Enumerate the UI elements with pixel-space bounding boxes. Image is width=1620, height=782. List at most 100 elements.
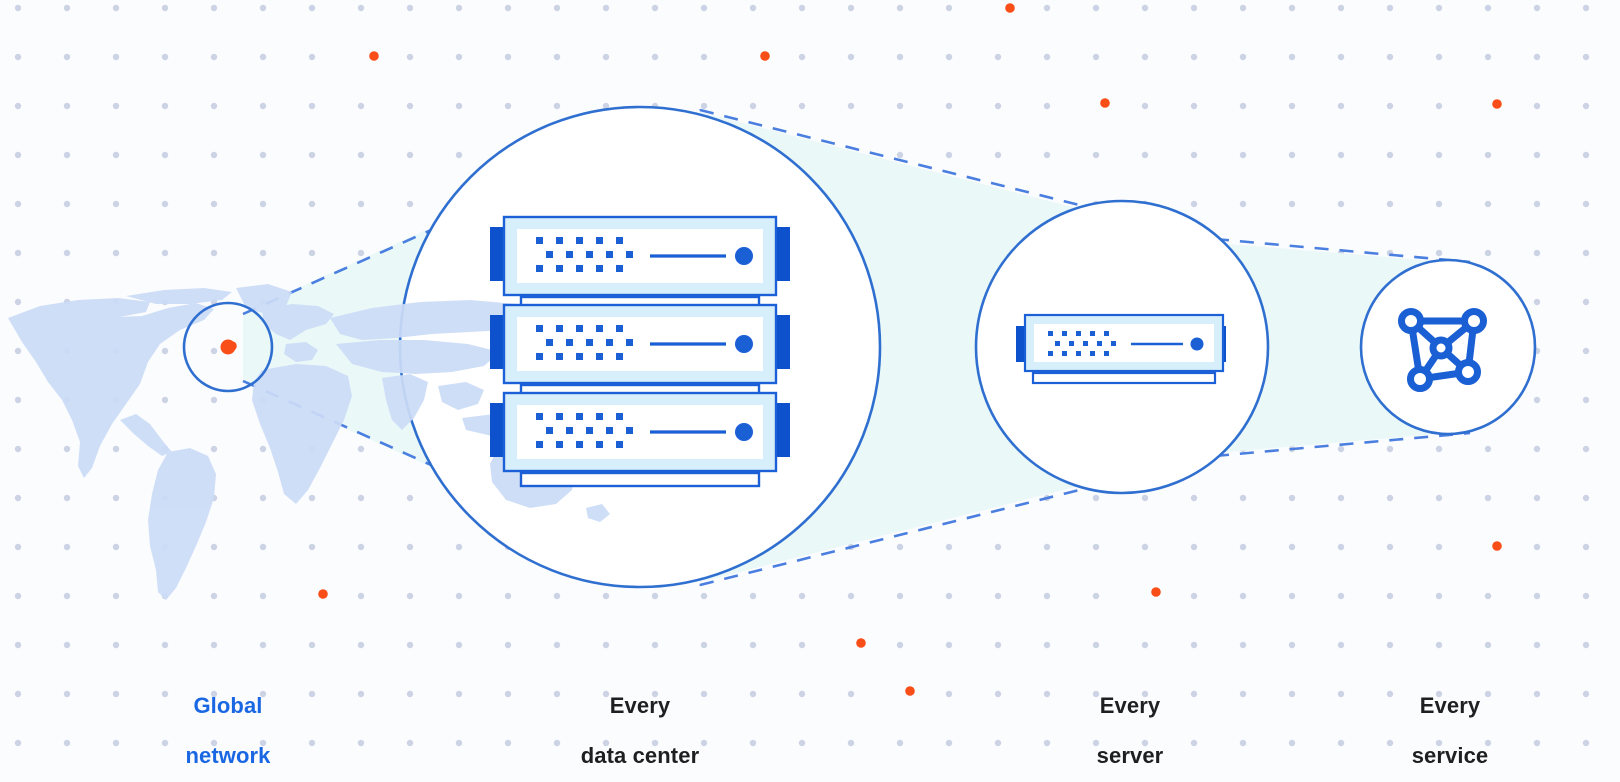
background-dot bbox=[700, 641, 708, 649]
background-dot bbox=[651, 739, 659, 747]
background-dot bbox=[1582, 200, 1590, 208]
background-dot bbox=[1337, 690, 1345, 698]
circle-server bbox=[974, 199, 1270, 495]
background-dot bbox=[1288, 4, 1296, 12]
background-dot bbox=[112, 151, 120, 159]
background-dot bbox=[896, 4, 904, 12]
background-dot bbox=[1484, 690, 1492, 698]
background-dot bbox=[1582, 445, 1590, 453]
background-dot bbox=[1386, 53, 1394, 61]
background-dot bbox=[847, 102, 855, 110]
background-dot bbox=[1386, 641, 1394, 649]
background-dot bbox=[406, 200, 414, 208]
server-unit-status-dot bbox=[1190, 337, 1204, 351]
background-dot bbox=[798, 739, 806, 747]
background-dot bbox=[1239, 739, 1247, 747]
background-dot bbox=[1484, 151, 1492, 159]
background-dot bbox=[63, 4, 71, 12]
background-dot bbox=[1435, 4, 1443, 12]
background-dot bbox=[14, 4, 22, 12]
background-dot bbox=[357, 592, 365, 600]
background-dot bbox=[406, 53, 414, 61]
mesh-node-top-left bbox=[1398, 308, 1424, 334]
background-dot bbox=[259, 641, 267, 649]
background-dot bbox=[945, 641, 953, 649]
background-dot bbox=[112, 690, 120, 698]
server-unit-base-bar bbox=[1031, 371, 1217, 385]
background-dot bbox=[63, 102, 71, 110]
background-dot bbox=[553, 690, 561, 698]
background-dot bbox=[1239, 690, 1247, 698]
background-dot bbox=[1239, 543, 1247, 551]
background-dot bbox=[1582, 641, 1590, 649]
background-dot bbox=[651, 690, 659, 698]
mesh-node-bottom-left bbox=[1407, 366, 1433, 392]
background-dot bbox=[63, 739, 71, 747]
background-dot bbox=[798, 690, 806, 698]
background-dot-accent bbox=[905, 686, 915, 696]
background-dot bbox=[1337, 200, 1345, 208]
background-dot bbox=[945, 592, 953, 600]
background-dot bbox=[259, 592, 267, 600]
background-dot bbox=[1190, 102, 1198, 110]
background-dot bbox=[1141, 739, 1149, 747]
background-dot bbox=[1141, 151, 1149, 159]
background-dot bbox=[210, 249, 218, 257]
background-dot-accent bbox=[1492, 99, 1502, 109]
cone-3-upper-dashed-line bbox=[1214, 237, 1471, 264]
background-dot bbox=[1386, 151, 1394, 159]
background-dot bbox=[553, 102, 561, 110]
background-dot bbox=[1190, 151, 1198, 159]
background-dot bbox=[357, 690, 365, 698]
background-dot bbox=[357, 494, 365, 502]
background-dot bbox=[994, 739, 1002, 747]
background-dot bbox=[1190, 641, 1198, 649]
background-dot bbox=[798, 4, 806, 12]
background-dot bbox=[161, 739, 169, 747]
background-dot bbox=[259, 494, 267, 502]
background-dot bbox=[455, 4, 463, 12]
background-dot bbox=[1484, 249, 1492, 257]
background-dot bbox=[308, 690, 316, 698]
mesh-node-bottom-right bbox=[1455, 359, 1481, 385]
background-dot bbox=[1239, 641, 1247, 649]
background-dot bbox=[749, 4, 757, 12]
background-dot bbox=[1435, 53, 1443, 61]
background-dot bbox=[406, 494, 414, 502]
background-dot bbox=[896, 53, 904, 61]
server-unit-led-grid bbox=[1048, 331, 1116, 356]
label-server-line2: server bbox=[1096, 743, 1164, 768]
background-dot bbox=[406, 739, 414, 747]
background-dot bbox=[1582, 592, 1590, 600]
rack-unit-1-status-dot bbox=[735, 247, 753, 265]
background-dot bbox=[749, 102, 757, 110]
background-dot bbox=[1190, 53, 1198, 61]
background-dot bbox=[14, 494, 22, 502]
background-dot bbox=[994, 641, 1002, 649]
background-dot bbox=[1043, 739, 1051, 747]
background-dot bbox=[1092, 53, 1100, 61]
background-dot bbox=[553, 641, 561, 649]
background-dot bbox=[1288, 151, 1296, 159]
background-dot bbox=[1141, 543, 1149, 551]
background-dot bbox=[1484, 739, 1492, 747]
background-dot bbox=[1533, 592, 1541, 600]
background-dot bbox=[14, 396, 22, 404]
label-service-line1: Every bbox=[1419, 693, 1481, 718]
background-dot bbox=[210, 543, 218, 551]
background-dot bbox=[1533, 445, 1541, 453]
background-dot bbox=[553, 53, 561, 61]
background-dot bbox=[1582, 53, 1590, 61]
background-dot bbox=[1190, 200, 1198, 208]
background-dot bbox=[1582, 4, 1590, 12]
background-dot bbox=[1582, 396, 1590, 404]
background-dot bbox=[896, 102, 904, 110]
background-dot bbox=[1533, 249, 1541, 257]
background-dot bbox=[161, 200, 169, 208]
background-dot bbox=[308, 53, 316, 61]
background-dot bbox=[1484, 4, 1492, 12]
background-dot-accent bbox=[1005, 3, 1015, 13]
background-dot bbox=[504, 641, 512, 649]
location-dot-marker bbox=[220, 339, 236, 355]
background-dot bbox=[847, 4, 855, 12]
